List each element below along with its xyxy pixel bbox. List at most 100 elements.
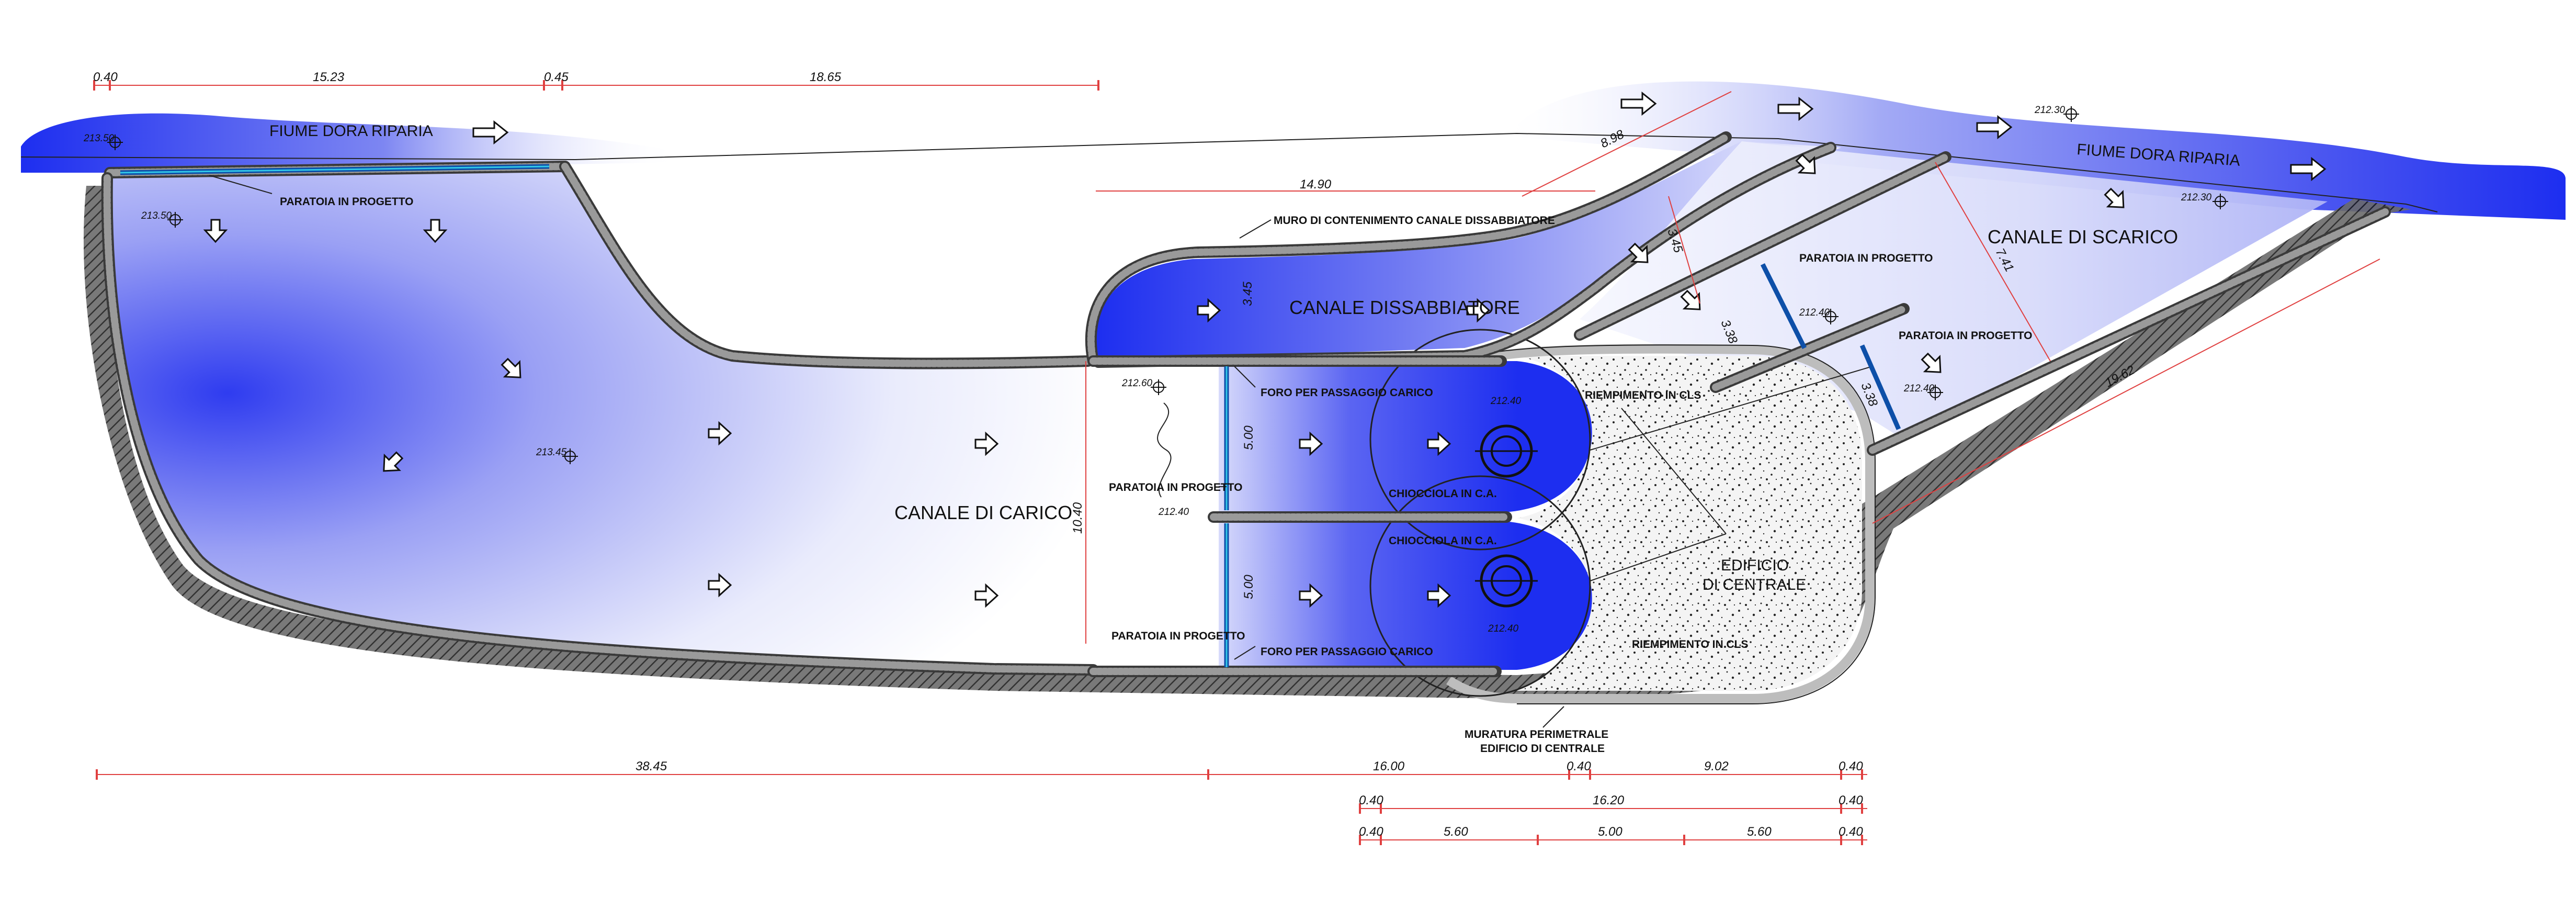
leader-squiggle xyxy=(1157,402,1172,498)
leader-line xyxy=(1542,706,1564,728)
wall-discharge-b-inner xyxy=(1712,305,1908,391)
flow-arrow-icon xyxy=(1976,115,2013,140)
building-line xyxy=(1621,408,1727,534)
dim-top-3: 0.45 xyxy=(544,70,569,84)
elev-8: 212.40 xyxy=(1799,307,1830,318)
dim-chain-bottom-2: 0.40 16.20 0.40 xyxy=(1359,793,1867,814)
elevation-marker xyxy=(107,134,123,150)
turbine-circle-top xyxy=(1369,329,1591,551)
label-fill-2: RIEMPIMENTO IN CLS xyxy=(1632,638,1748,650)
label-scroll-1: CHIOCCIOLA IN C.A. xyxy=(1389,488,1497,500)
flow-arrow-icon xyxy=(974,583,999,608)
dim-row3-3: 5.00 xyxy=(1598,825,1622,839)
label-gate-discharge-2: PARATOIA IN PROGETTO xyxy=(1899,330,2033,342)
dim-row3-1: 0.40 xyxy=(1359,825,1383,839)
flow-arrow-icon xyxy=(974,431,999,456)
wall-discharge-c-inner xyxy=(1869,208,2389,454)
label-perimeter-2: EDIFICIO DI CENTRALE xyxy=(1480,743,1605,755)
dim-row3-4: 5.60 xyxy=(1747,825,1772,839)
dim-row2-2: 16.20 xyxy=(1593,793,1625,807)
wall-sand-trap-lower-inner xyxy=(1095,144,1834,366)
elevation-marker xyxy=(1151,379,1166,395)
elev-4: 212.60 xyxy=(1121,378,1153,389)
label-sand-trap: CANALE DISSABBIATORE xyxy=(1289,297,1520,318)
gate-intake-highlight xyxy=(120,165,550,174)
dim-line xyxy=(1668,196,1700,304)
label-gate-discharge-1: PARATOIA IN PROGETTO xyxy=(1799,252,1933,264)
label-hole-top: FORO PER PASSAGGIO CARICO xyxy=(1261,387,1433,399)
loading-basin xyxy=(109,166,1093,670)
flow-arrow-icon xyxy=(501,357,521,378)
leader-line xyxy=(209,175,273,194)
elevation-marker xyxy=(2063,106,2079,122)
turbine-circle-bottom xyxy=(1369,475,1591,697)
dim-row3-2: 5.60 xyxy=(1444,825,1468,839)
leader-line xyxy=(1234,366,1256,388)
dim-top-4: 18.65 xyxy=(810,70,842,84)
leader-line xyxy=(1239,219,1272,239)
elev-6: 212.30 xyxy=(2034,105,2066,116)
elev-9: 212.40 xyxy=(1903,383,1935,394)
label-fill-1: RIEMPIMENTO IN CLS xyxy=(1585,389,1701,401)
flow-arrow-icon xyxy=(1620,91,1657,116)
flow-arrow-icon xyxy=(708,421,732,446)
flow-arrow-icon xyxy=(383,451,404,472)
dim-chain-bottom-1: 38.45 16.00 0.40 9.02 0.40 xyxy=(96,759,1867,780)
dim-line xyxy=(1935,162,2051,362)
flow-arrow-icon xyxy=(1680,289,1701,310)
dim-row2-1: 0.40 xyxy=(1359,793,1383,807)
flow-arrow-icon xyxy=(203,219,228,243)
dim-bot-2: 16.00 xyxy=(1373,759,1405,773)
label-gate-mid-2: PARATOIA IN PROGETTO xyxy=(1111,630,1245,642)
flow-arrow-icon xyxy=(2290,156,2327,182)
wall-discharge-a-inner xyxy=(1576,153,1949,339)
dim-row3-5: 0.40 xyxy=(1839,825,1863,839)
dim-bot-3: 0.40 xyxy=(1567,759,1591,773)
flow-arrow-icon xyxy=(1299,583,1323,608)
label-building-2: DI CENTRALE xyxy=(1703,576,1806,593)
elev-10: 212.40 xyxy=(1158,507,1189,518)
dim-bot-4: 9.02 xyxy=(1704,759,1729,773)
flow-arrow-icon xyxy=(1921,352,1942,373)
label-scroll-2: CHIOCCIOLA IN C.A. xyxy=(1389,535,1497,547)
flow-arrow-icon xyxy=(1427,583,1451,608)
dim-top-1: 0.40 xyxy=(93,70,118,84)
elevation-marker xyxy=(1927,385,1943,400)
elevation-marker xyxy=(562,448,578,464)
dim-line xyxy=(1522,91,1732,197)
wall-basin-curve-inner xyxy=(561,163,1092,367)
elev-5: 212.40 xyxy=(1490,396,1522,407)
river-edge xyxy=(20,132,2438,212)
wall-basin-left-inner xyxy=(103,174,1097,674)
label-hole-bottom: FORO PER PASSAGGIO CARICO xyxy=(1261,646,1433,658)
dim-line xyxy=(1872,259,2380,524)
flow-arrow-icon xyxy=(423,219,448,243)
dim-sand-trap-len: 14.90 xyxy=(1300,177,1332,192)
label-gate-mid-1: PARATOIA IN PROGETTO xyxy=(1109,481,1243,493)
dim-vert-1: 3.45 xyxy=(1241,282,1255,306)
elev-3: 213.45 xyxy=(536,447,567,458)
elevation-marker xyxy=(167,212,183,228)
label-gate-top: PARATOIA IN PROGETTO xyxy=(280,196,414,208)
river-right xyxy=(1512,81,2566,220)
gate-discharge-1 xyxy=(1760,263,1807,350)
label-perimeter-1: MURATURA PERIMETRALE xyxy=(1465,728,1608,740)
label-river-left: FIUME DORA RIPARIA xyxy=(269,122,433,140)
flow-arrow-icon xyxy=(472,120,509,145)
building-line xyxy=(1590,533,1727,581)
flow-arrow-icon xyxy=(1795,153,1816,174)
sand-trap-channel xyxy=(1096,141,1841,361)
label-discharge: CANALE DI SCARICO xyxy=(1988,226,2178,248)
dim-chain-bottom-3: 0.40 5.60 5.00 5.60 0.40 xyxy=(1359,825,1867,845)
label-building-1: EDIFICIO xyxy=(1721,557,1789,574)
elev-1: 213.50 xyxy=(83,133,115,144)
turbine-bottom xyxy=(1475,554,1538,608)
dim-row2-3: 0.40 xyxy=(1839,793,1863,807)
building-line xyxy=(1590,366,1873,451)
flow-arrow-icon xyxy=(1777,96,1814,121)
flow-arrow-icon xyxy=(1197,298,1221,323)
label-loading: CANALE DI CARICO xyxy=(894,502,1072,523)
turbine-top xyxy=(1475,424,1538,478)
elev-11: 212.40 xyxy=(1488,623,1519,634)
elevation-marker xyxy=(2212,194,2228,209)
